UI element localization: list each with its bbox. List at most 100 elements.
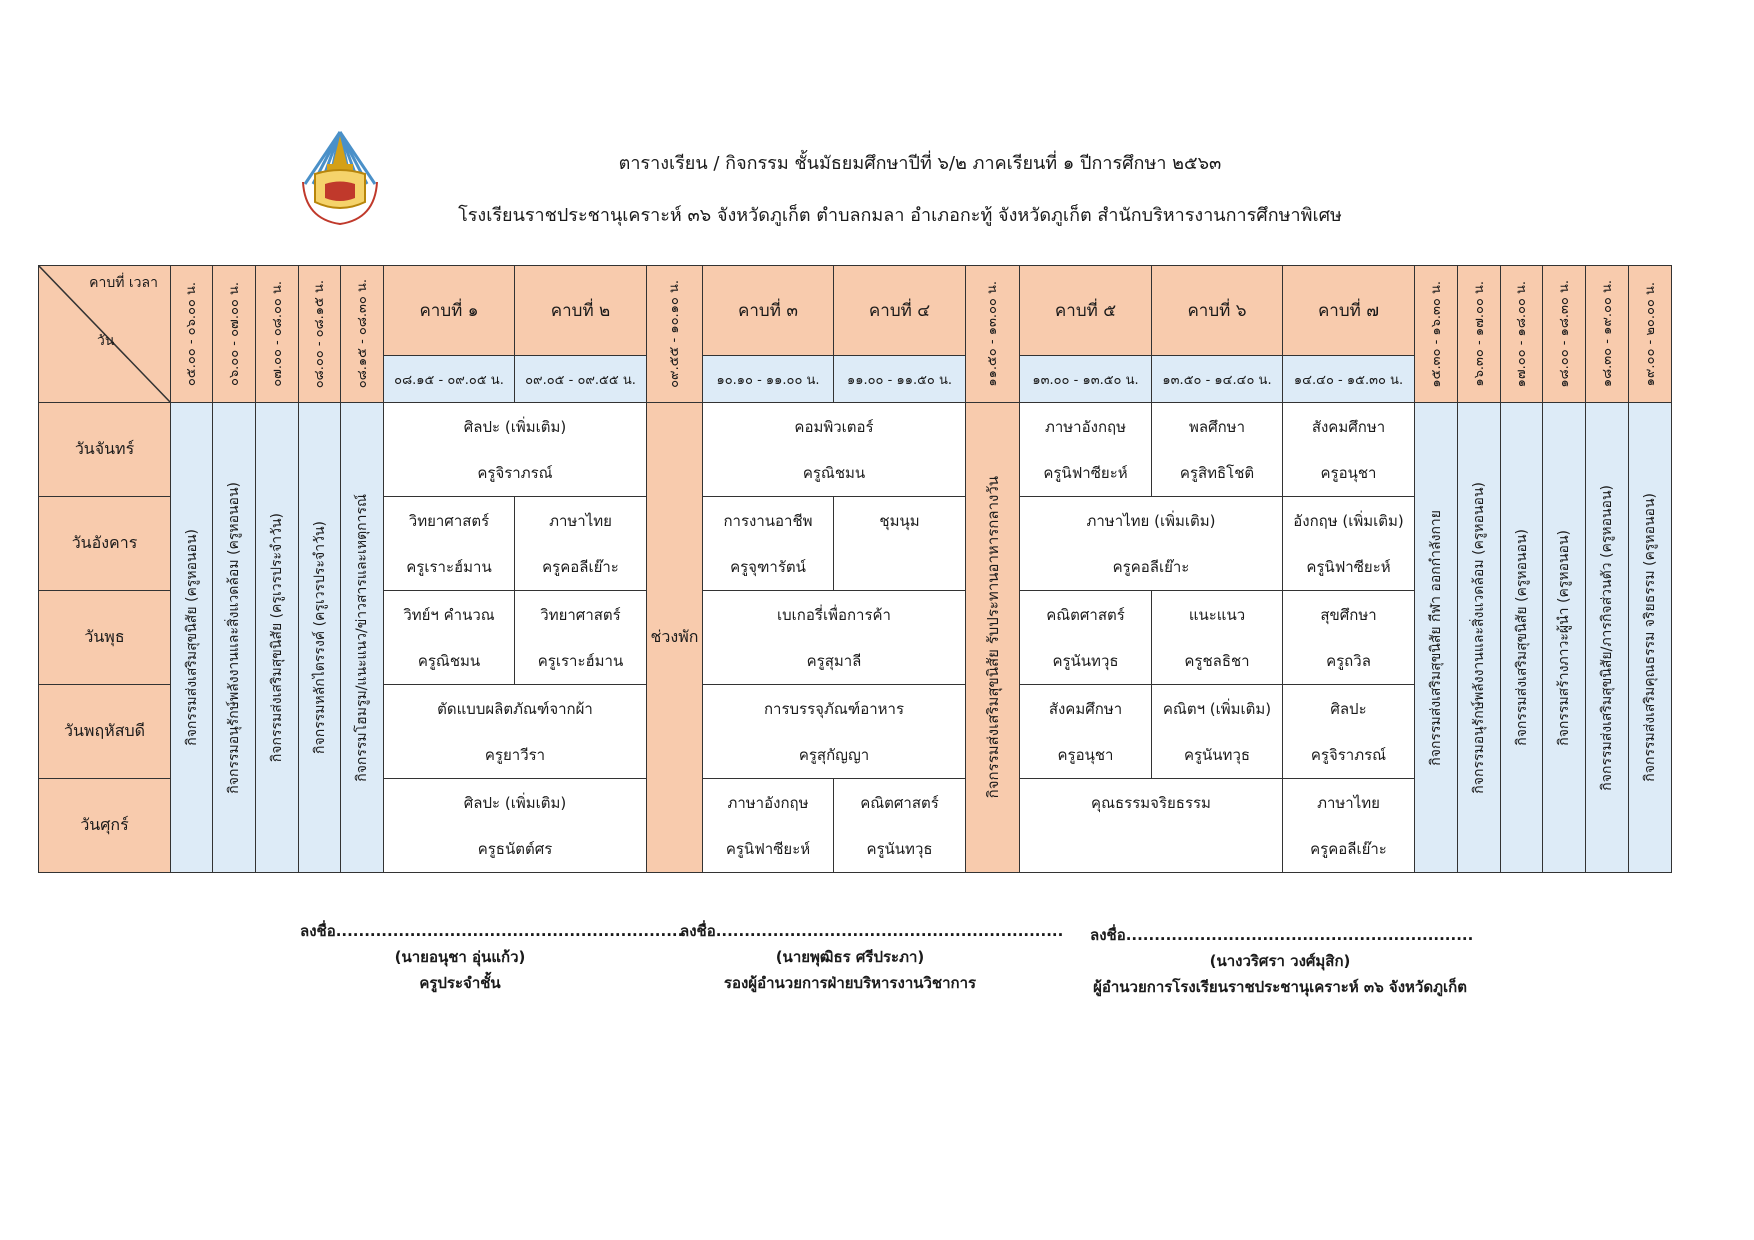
teacher [835,544,965,590]
teacher: ครูยาวีรา [484,745,546,764]
subject: ชุมนุม [879,511,920,530]
early-time-2: ๐๖.๐๐ - ๐๗.๐๐ น. [212,265,256,403]
day-label: วัน [97,333,115,349]
early-time-5: ๐๘.๑๕ - ๐๘.๓๐ น. [340,265,384,403]
timetable: คาบที่ เวลา วัน ๐๕.๐๐ - ๐๖.๐๐ น. ๐๖.๐๐ -… [38,265,1672,873]
signer-name: (นายพุฒิธร ศรีประภา) [775,948,925,966]
teacher: ครูนิฟาซียะห์ [1306,557,1391,576]
tue-period-7: อังกฤษ (เพิ่มเติม) ครูนิฟาซียะห์ [1282,496,1415,591]
early-activity-3: กิจกรรมส่งเสริมสุขนิสัย (ครูเวรประจำวัน) [255,402,299,873]
early-time-3: ๐๗.๐๐ - ๐๘.๐๐ น. [255,265,299,403]
subject: การงานอาชีพ [723,511,813,530]
teacher: ครูนันทวุธ [1052,651,1119,670]
teacher: ครูชลธิชา [1184,651,1250,670]
teacher: ครูจิราภรณ์ [1310,745,1387,764]
thu-morning-class: ตัดแบบผลิตภัณฑ์จากผ้า ครูยาวีรา [383,684,647,779]
teacher: ครูนิฟาซียะห์ [1043,463,1128,482]
fri-morning-class: ศิลปะ (เพิ่มเติม) ครูธนัตต์ศร [383,778,647,873]
signature-director: ลงชื่อ..................................… [1090,922,1474,1000]
early-activity-2: กิจกรรมอนุรักษ์พลังงานและสิ่งแวดล้อม (คร… [212,402,256,873]
lunch-time: ๑๑.๕๐ - ๑๓.๐๐ น. [965,265,1020,403]
late-time-2: ๑๖.๓๐ - ๑๗.๐๐ น. [1457,265,1501,403]
fri-period-4: คณิตศาสตร์ ครูนันทวุธ [833,778,966,873]
signature-line: ลงชื่อ..................................… [300,922,684,940]
wed-period-6: แนะแนว ครูชลธิชา [1151,590,1283,685]
tue-period-4: ชุมนุม [833,496,966,591]
thu-period-6: คณิตฯ (เพิ่มเติม) ครูนันทวุธ [1151,684,1283,779]
late-activity-5: กิจกรรมส่งเสริมสุขนิสัย/ภารกิจส่วนตัว (ค… [1585,402,1629,873]
wed-period-2: วิทยาศาสตร์ ครูเราะฮ์มาน [514,590,647,685]
late-time-1: ๑๕.๓๐ - ๑๖.๓๐ น. [1414,265,1458,403]
school-address: โรงเรียนราชประชานุเคราะห์ ๓๖ จังหวัดภูเก… [458,205,1342,226]
tue-period-3: การงานอาชีพ ครูจุฑารัตน์ [702,496,834,591]
teacher: ครูอนุชา [1320,463,1377,482]
period-1-time: ๐๘.๑๕ - ๐๙.๐๕ น. [383,355,515,403]
period-2-label: คาบที่ ๒ [514,265,647,356]
period-6-time: ๑๓.๕๐ - ๑๔.๔๐ น. [1151,355,1283,403]
mon-morning-class: ศิลปะ (เพิ่มเติม) ครูจิราภรณ์ [383,402,647,497]
subject: สุขศึกษา [1320,605,1377,624]
teacher: ครูสุมาลี [806,651,862,670]
signature-line: ลงชื่อ..................................… [680,922,1064,940]
subject: ภาษาอังกฤษ [1044,417,1126,436]
early-activity-1: กิจกรรมส่งเสริมสุขนิสัย (ครูหอนอน) [170,402,213,873]
late-time-6: ๑๙.๐๐ - ๒๐.๐๐ น. [1628,265,1672,403]
subject: พลศึกษา [1189,417,1245,436]
break-time: ๐๙.๕๕ - ๑๐.๑๐ น. [646,265,703,403]
period-1-label: คาบที่ ๑ [383,265,515,356]
late-activity-3: กิจกรรมส่งเสริมสุขนิสัย (ครูหอนอน) [1500,402,1543,873]
subject: ศิลปะ (เพิ่มเติม) [463,793,567,812]
mon-period-7: สังคมศึกษา ครูอนุชา [1282,402,1415,497]
teacher: ครูณิชมน [802,463,866,482]
school-logo [285,124,395,239]
late-time-5: ๑๘.๓๐ - ๑๙.๐๐ น. [1585,265,1629,403]
late-time-4: ๑๘.๐๐ - ๑๘.๓๐ น. [1542,265,1586,403]
teacher: ครูคอลีเย๊าะ [1112,557,1190,576]
early-time-1: ๐๕.๐๐ - ๐๖.๐๐ น. [170,265,213,403]
day-friday: วันศุกร์ [38,778,171,873]
period-6-label: คาบที่ ๖ [1151,265,1283,356]
tue-period-2: ภาษาไทย ครูคอลีเย๊าะ [514,496,647,591]
teacher: ครูถวิล [1326,651,1371,670]
day-tuesday: วันอังคาร [38,496,171,591]
subject: เบเกอรี่เพื่อการค้า [777,605,891,624]
teacher: ครูณิชมน [417,651,481,670]
subject: ภาษาไทย (เพิ่มเติม) [1086,511,1216,530]
subject: วิทยาศาสตร์ [540,605,621,624]
signature-deputy-director: ลงชื่อ..................................… [680,918,1064,996]
mon-midday-class: คอมพิวเตอร์ ครูณิชมน [702,402,966,497]
wed-midday-class: เบเกอรี่เพื่อการค้า ครูสุมาลี [702,590,966,685]
teacher [1021,826,1282,872]
early-time-4: ๐๘.๐๐ - ๐๘.๑๕ น. [298,265,341,403]
fri-period-5-6: คุณธรรมจริยธรรม [1019,778,1283,873]
early-activity-5: กิจกรรมโฮมรูม/แนะแนว/ข่าวสารและเหตุการณ์ [340,402,384,873]
subject: คณิตศาสตร์ [860,793,939,812]
teacher: ครูเราะฮ์มาน [406,557,492,576]
teacher: ครูจุฑารัตน์ [730,557,806,576]
teacher: ครูธนัตต์ศร [477,839,553,858]
subject: คณิตศาสตร์ [1046,605,1125,624]
signer-name: (นางวริศรา วงศ์มุสิก) [1209,952,1351,970]
subject: สังคมศึกษา [1048,699,1123,718]
teacher: ครูสิทธิโชติ [1179,463,1255,482]
subject: ภาษาอังกฤษ [727,793,809,812]
break-cell: ช่วงพัก [646,402,703,873]
signature-homeroom-teacher: ลงชื่อ..................................… [300,918,684,996]
thu-period-7: ศิลปะ ครูจิราภรณ์ [1282,684,1415,779]
mon-period-6: พลศึกษา ครูสิทธิโชติ [1151,402,1283,497]
wed-period-1: วิทย์ฯ คำนวณ ครูณิชมน [383,590,515,685]
page-title: ตารางเรียน / กิจกรรม ชั้นมัธยมศึกษาปีที่… [618,153,1222,174]
period-3-label: คาบที่ ๓ [702,265,834,356]
school-emblem-icon [302,131,378,226]
period-3-time: ๑๐.๑๐ - ๑๑.๐๐ น. [702,355,834,403]
teacher: ครูนิฟาซียะห์ [725,839,811,858]
subject: ภาษาไทย [549,511,612,530]
signer-role: ครูประจำชั้น [419,974,501,992]
day-thursday: วันพฤหัสบดี [38,684,171,779]
wed-period-5: คณิตศาสตร์ ครูนันทวุธ [1019,590,1152,685]
signer-name: (นายอนุชา อุ่นแก้ว) [394,948,526,966]
teacher: ครูคอลีเย๊าะ [1310,839,1387,858]
signature-line: ลงชื่อ..................................… [1090,926,1474,944]
teacher: ครูนันทวุธ [866,839,933,858]
time-label: คาบที่ เวลา [89,275,158,291]
